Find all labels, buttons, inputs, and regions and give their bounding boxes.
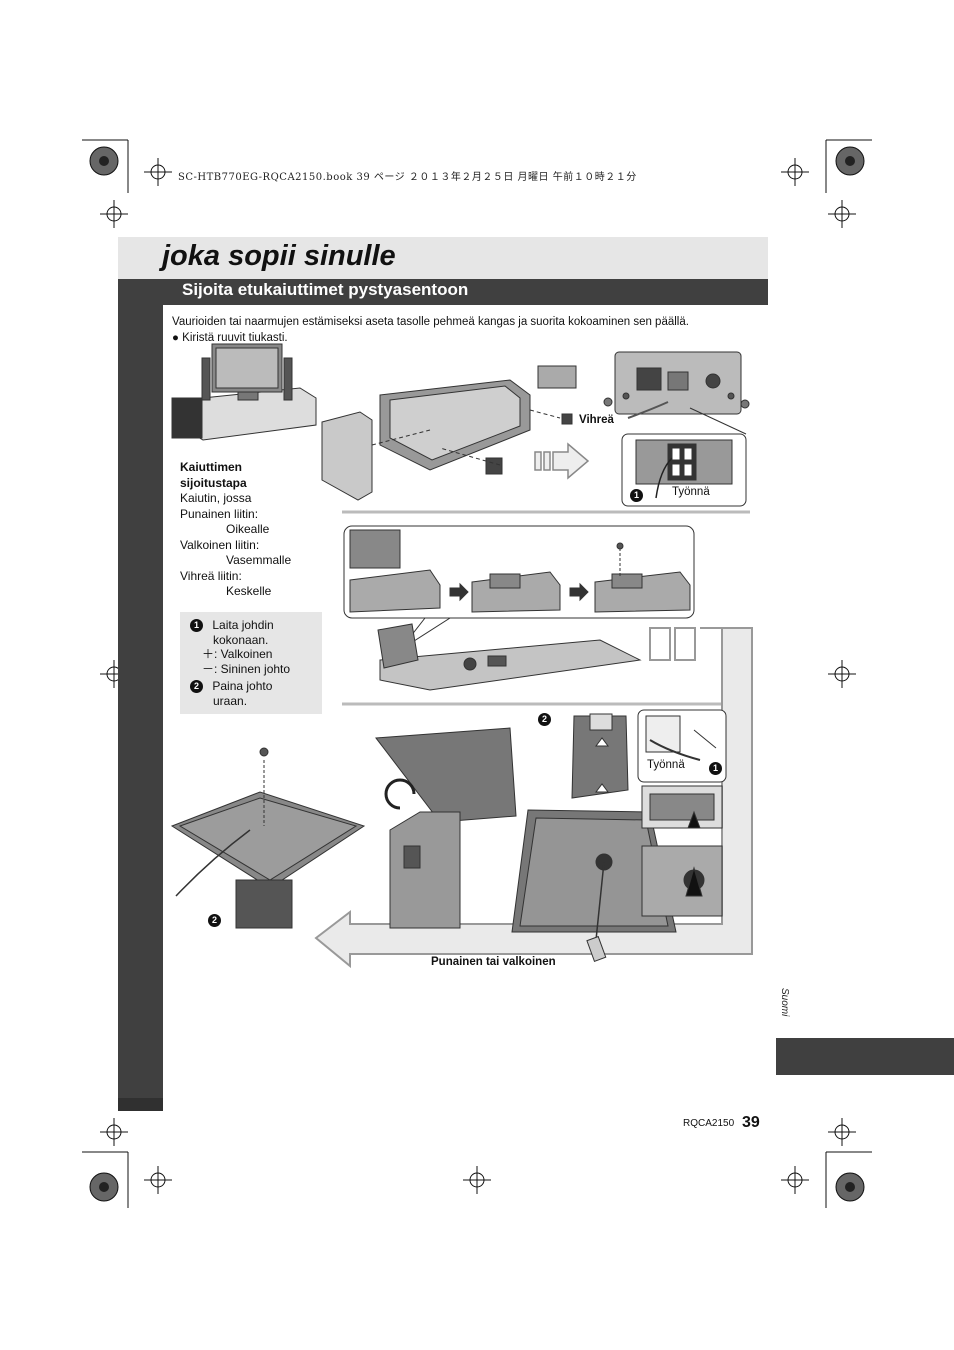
- callout-2-bottom: 2: [208, 912, 221, 930]
- terminal-closeup-illustration: [571, 709, 727, 917]
- speaker-column-illustration: [375, 727, 517, 929]
- placement-instructions: Kaiuttimen sijoitustapa Kaiutin, jossa P…: [180, 460, 291, 600]
- green-label: Vihreä: [579, 414, 614, 426]
- base-plate-illustration: [377, 623, 642, 691]
- intro-text: Vaurioiden tai naarmujen estämiseksi ase…: [172, 316, 689, 328]
- tv-setup-illustration: [171, 343, 317, 441]
- step-number-icon: 2: [208, 914, 221, 928]
- base-tile-illustration: [511, 809, 677, 962]
- page-number: 39: [742, 1114, 760, 1131]
- plus-wire-text: ＋: Valkoinen: [202, 647, 273, 661]
- section-bar: [118, 279, 768, 305]
- bullet-text: Kiristä ruuvit tiukasti.: [182, 332, 288, 344]
- terminal-zoom-box: [621, 407, 747, 507]
- registration-starburst-icon: [89, 146, 865, 1202]
- language-label: Suomi: [779, 988, 790, 1017]
- title-band: [118, 237, 768, 279]
- push-label-top: Työnnä: [672, 486, 710, 498]
- step-number-icon: 2: [538, 713, 551, 727]
- left-sidebar-bar-end: [118, 1098, 163, 1111]
- model-code: RQCA2150: [683, 1118, 735, 1129]
- placement-heading-2: sijoitustapa: [180, 475, 247, 490]
- note-2-line2: uraan.: [213, 694, 248, 708]
- callout-1-top: 1: [630, 487, 643, 505]
- speaker-back-illustration: [603, 351, 750, 419]
- print-header: SC-HTB770EG-RQCA2150.book 39 ページ ２０１３年２月…: [178, 172, 637, 183]
- note-1: 1 Laita johdin: [190, 618, 274, 633]
- step-number-icon: 2: [190, 680, 203, 694]
- note-1-line1: Laita johdin: [212, 618, 274, 632]
- step-number-icon: 1: [190, 619, 203, 633]
- minus-wire-text: －: Sininen johto: [202, 662, 291, 676]
- green-connector-value: Keskelle: [226, 584, 272, 598]
- note-1-line2: kokonaan.: [213, 633, 269, 647]
- left-sidebar-bar: [118, 305, 163, 1111]
- section-title: Sijoita etukaiuttimet pystyasentoon: [182, 280, 469, 299]
- note-2: 2 Paina johto: [190, 679, 272, 694]
- green-connector-label: Vihreä liitin:: [180, 568, 242, 583]
- white-connector-value: Vasemmalle: [226, 553, 292, 567]
- red-or-white-label: Punainen tai valkoinen: [431, 956, 556, 968]
- language-tab: [776, 1038, 954, 1075]
- bullet-item: ● Kiristä ruuvit tiukasti.: [172, 332, 288, 344]
- step-number-icon: 1: [630, 489, 643, 503]
- step-number-icon: 1: [709, 762, 722, 776]
- note-2-line1: Paina johto: [212, 679, 273, 693]
- red-connector-label: Punainen liitin:: [180, 506, 259, 521]
- bullet-icon: ●: [172, 332, 183, 344]
- arrow-right-icon: [534, 442, 590, 480]
- push-label-mid: Työnnä: [647, 759, 685, 771]
- notes-box: 1 Laita johdin kokonaan. ＋: Valkoinen －:…: [180, 612, 322, 714]
- speaker-foot-illustration: [170, 747, 366, 929]
- steps-box: [343, 525, 695, 651]
- crosshair-icon: [100, 158, 856, 1194]
- crop-marks: [82, 139, 872, 1208]
- callout-1-mid: 1: [709, 760, 722, 778]
- speaker-base-illustration: [321, 365, 577, 501]
- red-connector-value: Oikealle: [226, 522, 270, 536]
- white-connector-label: Valkoinen liitin:: [180, 537, 260, 552]
- page-title: joka sopii sinulle: [162, 240, 396, 272]
- placement-line: Kaiutin, jossa: [180, 491, 252, 505]
- placement-heading-1: Kaiuttimen: [180, 460, 243, 474]
- callout-2-top: 2: [538, 711, 551, 729]
